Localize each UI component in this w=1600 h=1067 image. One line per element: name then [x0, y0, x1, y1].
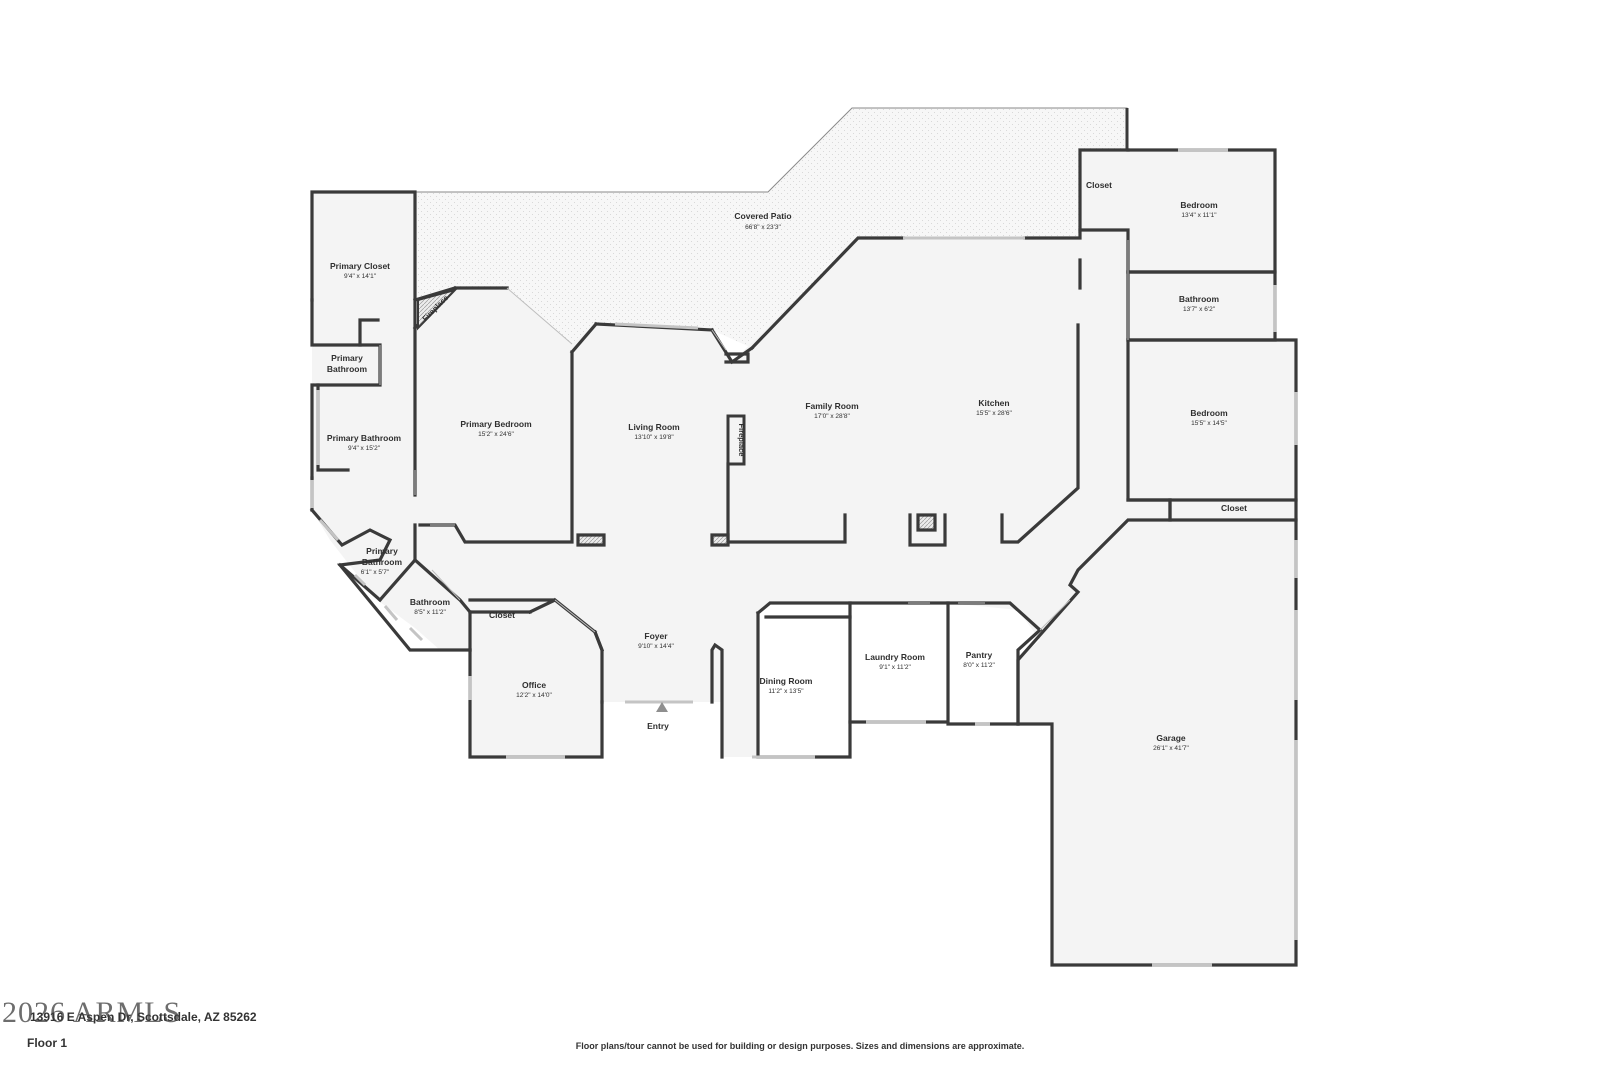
- fireplace-label-living: Fireplace: [737, 424, 746, 457]
- floor-label: Floor 1: [27, 1036, 68, 1050]
- primary-bathroom-small-line2: Bathroom: [327, 364, 368, 374]
- door-openings: [379, 240, 1129, 633]
- bedroom-ne-name: Bedroom: [1180, 200, 1218, 210]
- bedroom-e-dim: 15'5" x 14'5": [1191, 420, 1227, 427]
- primary-bathroom-lower-line2: Bathroom: [362, 557, 403, 567]
- garage-dim: 26'1" x 41'7": [1153, 745, 1189, 752]
- windows: [310, 148, 1298, 967]
- property-address: 13916 E Aspen Dr, Scottsdale, AZ 85262: [30, 1010, 257, 1024]
- pantry-dim: 8'0" x 11'2": [963, 662, 995, 669]
- laundry-room-name: Laundry Room: [865, 652, 925, 662]
- primary-bathroom-name: Primary Bathroom: [327, 433, 402, 443]
- closet-w-name: Closet: [489, 610, 515, 620]
- living-room-dim: 13'10" x 19'8": [634, 434, 674, 441]
- primary-bedroom-name: Primary Bedroom: [460, 419, 532, 429]
- entry-arrow: [656, 702, 668, 712]
- primary-bathroom-lower-line1: Primary: [366, 546, 398, 556]
- family-room-dim: 17'0" x 28'8": [814, 413, 850, 420]
- bathroom-e-name: Bathroom: [1179, 294, 1220, 304]
- primary-bathroom-small-line1: Primary: [331, 353, 363, 363]
- primary-closet-dim: 9'4" x 14'1": [344, 273, 377, 280]
- laundry-room-dim: 9'1" x 11'2": [879, 664, 911, 671]
- garage-name: Garage: [1156, 733, 1186, 743]
- primary-bathroom-dim: 9'4" x 15'2": [348, 445, 381, 452]
- room-labels: Covered Patio 66'8" x 23'3" Closet Bedro…: [327, 180, 1247, 752]
- pantry-name: Pantry: [966, 650, 993, 660]
- foyer-name: Foyer: [644, 631, 668, 641]
- kitchen-dim: 15'5" x 28'6": [976, 410, 1012, 417]
- bedroom-e-name: Bedroom: [1190, 408, 1228, 418]
- primary-bathroom-lower-dim: 6'1" x 5'7": [361, 569, 390, 576]
- office-dim: 12'2" x 14'0": [516, 692, 552, 699]
- bedroom-ne-dim: 13'4" x 11'1": [1181, 212, 1217, 219]
- dining-room-dim: 11'2" x 13'5": [768, 688, 804, 695]
- family-room-name: Family Room: [805, 401, 859, 411]
- bathroom-w-name: Bathroom: [410, 597, 451, 607]
- office-name: Office: [522, 680, 546, 690]
- bathroom-e-dim: 13'7" x 6'2": [1183, 306, 1216, 313]
- primary-closet-name: Primary Closet: [330, 261, 390, 271]
- floor-fills: [312, 150, 1296, 965]
- fireplace-primary-bedroom: [417, 288, 459, 331]
- living-room-name: Living Room: [628, 422, 680, 432]
- disclaimer: Floor plans/tour cannot be used for buil…: [575, 1041, 1025, 1051]
- covered-patio-name: Covered Patio: [734, 211, 791, 221]
- dining-room-name: Dining Room: [760, 676, 813, 686]
- kitchen-name: Kitchen: [978, 398, 1009, 408]
- covered-patio-dim: 66'8" x 23'3": [745, 224, 781, 231]
- bathroom-w-dim: 8'5" x 11'2": [414, 609, 446, 616]
- primary-bedroom-dim: 15'2" x 24'6": [478, 431, 514, 438]
- closet-e-name: Closet: [1221, 503, 1247, 513]
- closet-top-name: Closet: [1086, 180, 1112, 190]
- covered-patio-area: [415, 108, 1127, 348]
- entry-label: Entry: [647, 721, 669, 731]
- foyer-dim: 9'10" x 14'4": [638, 643, 674, 650]
